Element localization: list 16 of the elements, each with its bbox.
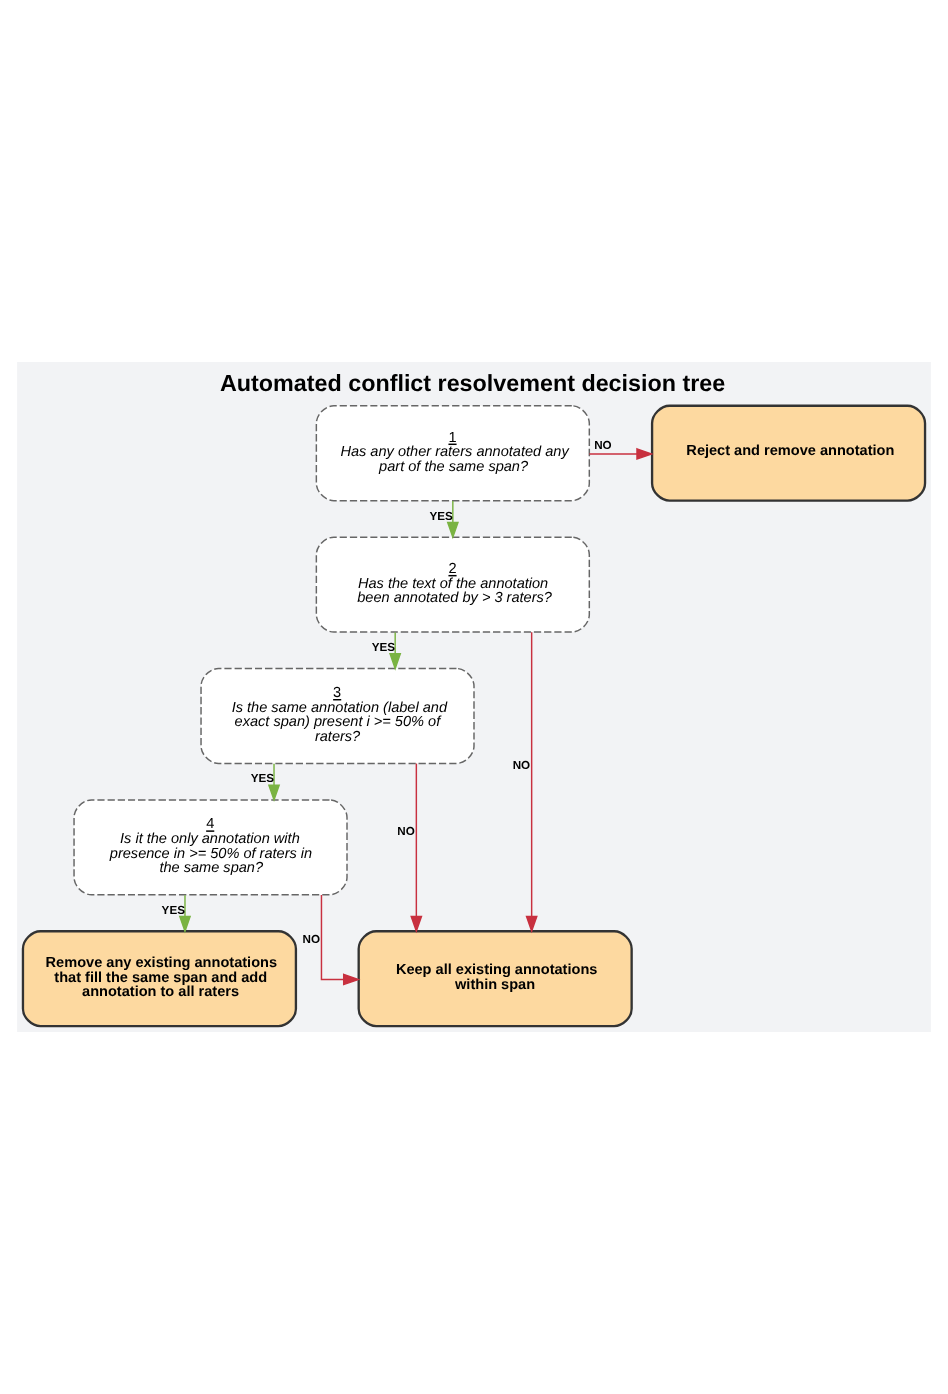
- node-box: Reject and remove annotation: [650, 404, 927, 502]
- node-box: Keep all existing annotations within span: [357, 930, 633, 1028]
- arrow: [410, 762, 423, 934]
- node-box: 3 Is the same annotation (label and exact span) present i >= 50% of raters?: [200, 667, 475, 765]
- arrow: [178, 894, 192, 934]
- node-box: 4 Is it the only annotation with presence in >= 50% of raters in the same span?: [73, 799, 348, 896]
- node-box: 1 Has any other raters annotated any part of the same span?: [315, 405, 591, 502]
- node-box: 2 Has the text of the annotation been annotated by > 3 raters?: [315, 536, 591, 633]
- arrow: [389, 631, 402, 671]
- arrow: [588, 447, 654, 461]
- arrow: [320, 894, 361, 986]
- arrow: [446, 500, 459, 540]
- diagram-title: Automated conflict resolvement decision tree: [220, 370, 726, 397]
- arrow: [525, 631, 538, 934]
- node-box: Remove any existing annotations that fill the same span and add annotation to all raters: [21, 930, 298, 1028]
- arrow: [267, 763, 281, 802]
